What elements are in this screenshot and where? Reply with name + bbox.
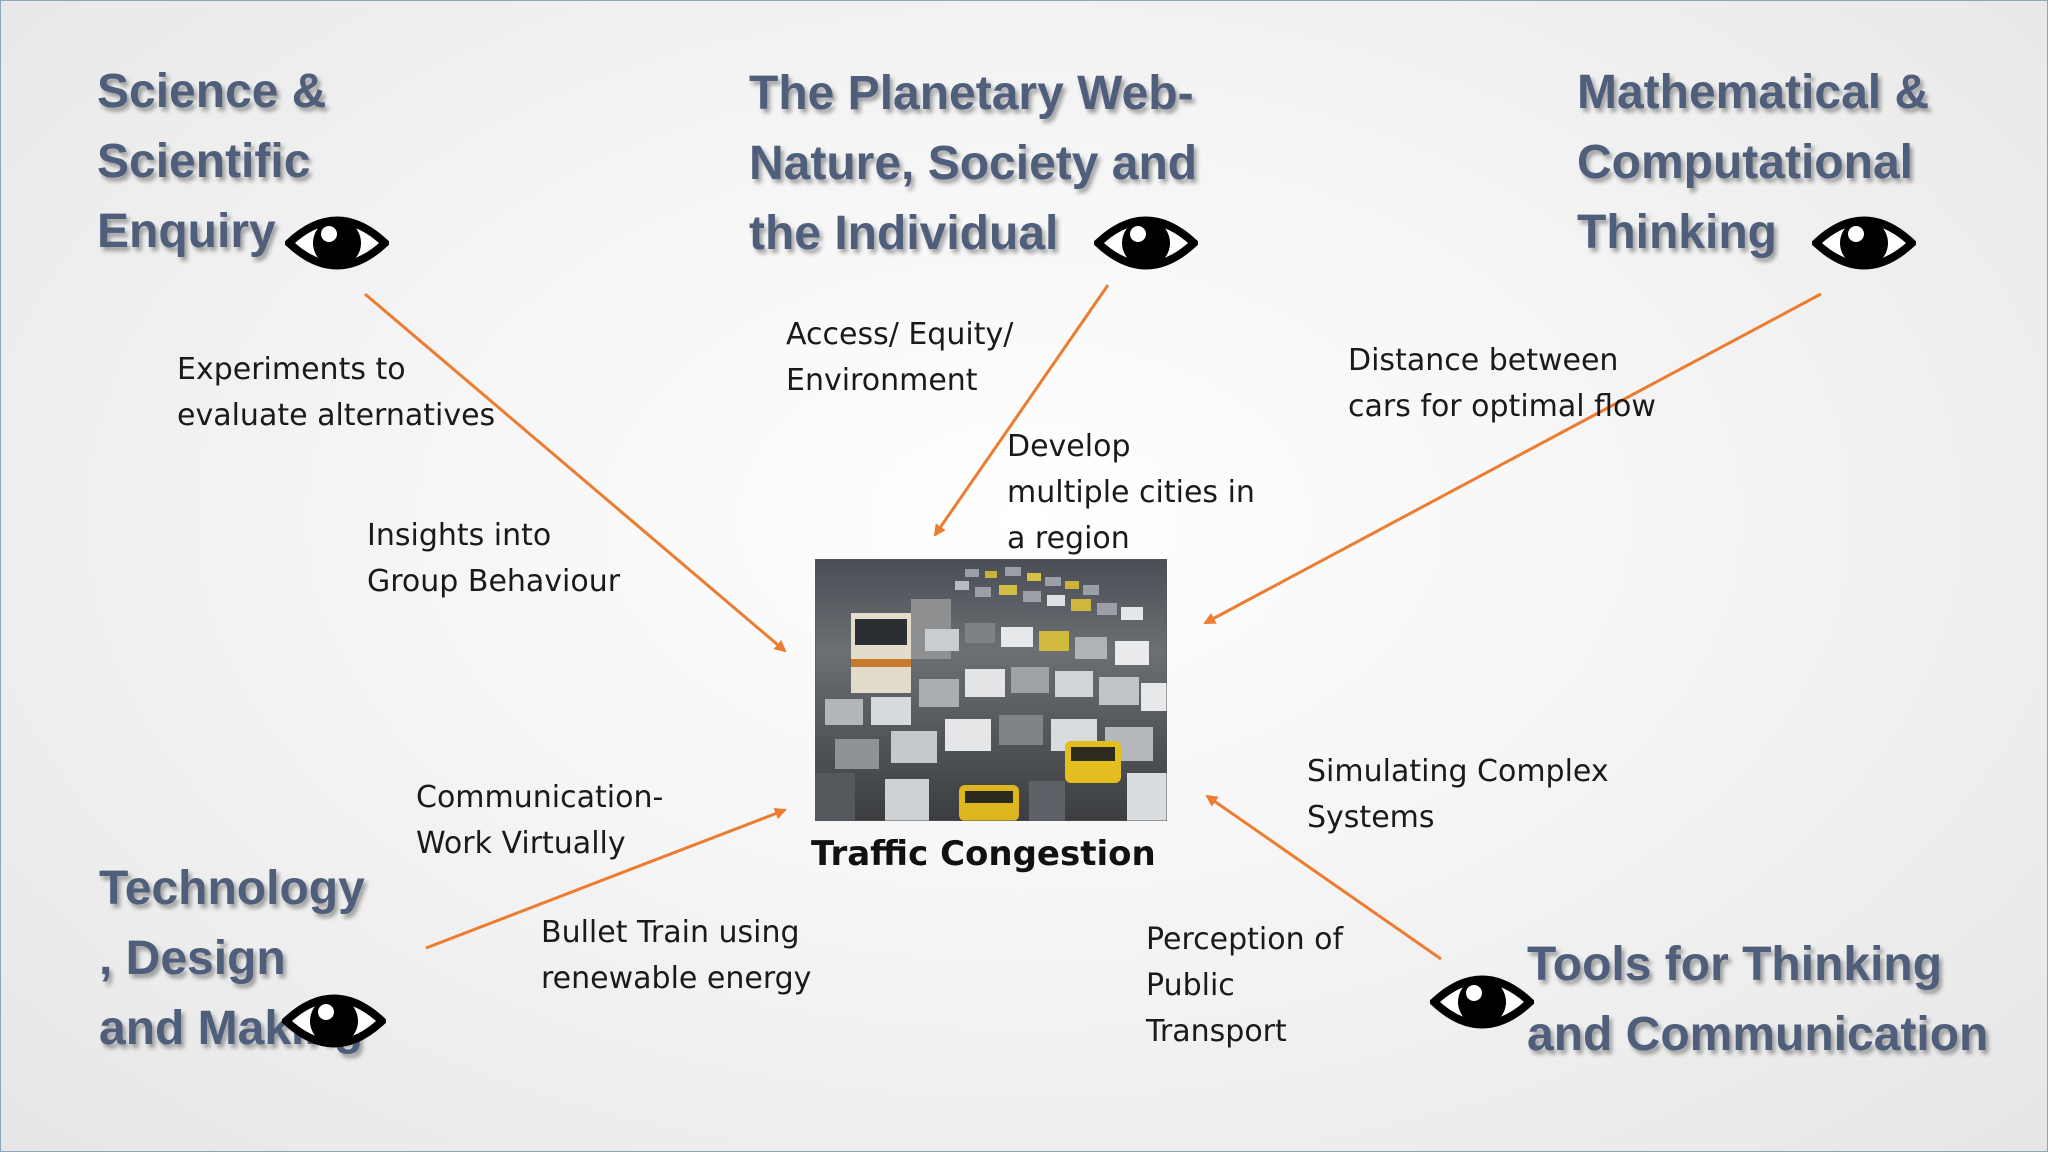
heading-tools: Tools for Thinking and Communication [1527,938,1989,1061]
note-insights: Insights into Group Behaviour [367,518,621,599]
eye-icon [282,994,386,1048]
traffic-photo [815,559,1167,821]
center-caption: Traffic Congestion [811,834,1156,874]
note-distance: Distance between cars for optimal flow [1348,343,1656,424]
note-perception: Perception of Public Transport [1146,922,1344,1049]
heading-technology: Technology , Design and Making [99,862,365,1055]
eye-icon [1430,975,1534,1029]
note-simulating: Simulating Complex Systems [1307,754,1609,835]
note-develop: Develop multiple cities in a region [1007,429,1255,556]
heading-math: Mathematical & Computational Thinking [1577,66,1930,259]
note-access: Access/ Equity/ Environment [786,317,1014,398]
eye-icon [285,216,389,270]
note-experiments: Experiments to evaluate alternatives [177,352,496,433]
heading-science: Science & Scientific Enquiry [97,65,327,258]
note-bullet-train: Bullet Train using renewable energy [541,915,812,996]
note-communication: Communication- Work Virtually [416,780,664,861]
eye-icon [1094,216,1198,270]
eye-icon [1812,216,1916,270]
heading-planetary: The Planetary Web- Nature, Society and t… [749,67,1198,260]
